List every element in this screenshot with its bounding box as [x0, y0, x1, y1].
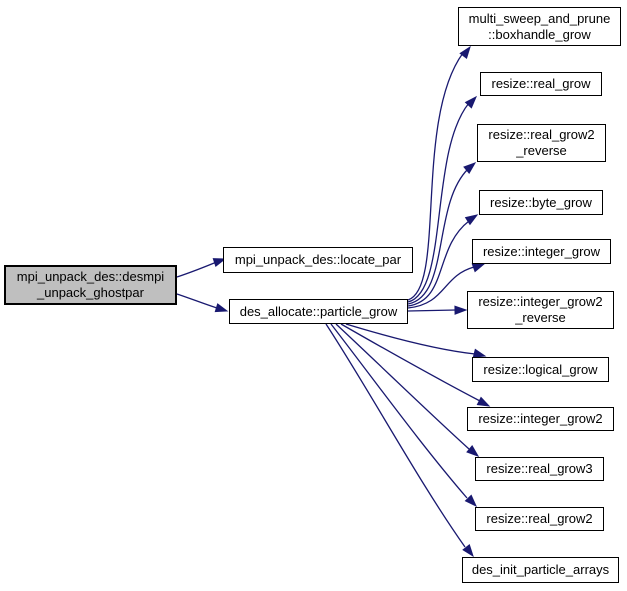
node-desmpi-unpack-ghostpar[interactable]: mpi_unpack_des::desmpi _unpack_ghostpar: [4, 265, 177, 305]
edge-particle-grow-to-logical-grow: [345, 323, 487, 358]
edge-particle-grow-to-byte-grow: [407, 214, 479, 307]
node-integer-grow2[interactable]: resize::integer_grow2: [467, 407, 614, 431]
edge-particle-grow-to-integer-grow: [407, 263, 486, 309]
node-label: resize::byte_grow: [490, 194, 592, 210]
node-label: resize::integer_grow2 _reverse: [478, 294, 603, 325]
node-byte-grow[interactable]: resize::byte_grow: [479, 190, 603, 215]
node-label: resize::logical_grow: [483, 361, 598, 377]
node-label: mpi_unpack_des::desmpi _unpack_ghostpar: [16, 269, 165, 300]
node-label: des_init_particle_arrays: [471, 562, 610, 577]
edge-particle-grow-to-des-init-particle-arrays: [325, 323, 474, 558]
node-label: resize::integer_grow2: [478, 411, 603, 426]
node-locate-par[interactable]: mpi_unpack_des::locate_par: [223, 247, 413, 273]
node-label: resize::real_grow: [491, 76, 591, 91]
node-real-grow2[interactable]: resize::real_grow2: [475, 507, 604, 531]
edge-particle-grow-to-boxhandle-grow: [407, 45, 471, 301]
node-label: resize::real_grow3: [486, 461, 593, 476]
edge-particle-grow-to-integer-grow2: [340, 323, 491, 407]
node-integer-grow2-reverse[interactable]: resize::integer_grow2 _reverse: [467, 291, 614, 329]
node-real-grow[interactable]: resize::real_grow: [480, 72, 602, 96]
node-label: multi_sweep_and_prune ::boxhandle_grow: [468, 10, 611, 42]
node-label: resize::real_grow2 _reverse: [488, 127, 595, 158]
node-label: resize::real_grow2: [486, 511, 593, 526]
node-des-init-particle-arrays[interactable]: des_init_particle_arrays: [462, 557, 619, 583]
edge-particle-grow-to-real-grow2-reverse: [407, 162, 477, 305]
edge-main-to-particle-grow: [176, 293, 229, 313]
edge-particle-grow-to-real-grow3: [335, 323, 480, 457]
node-label: mpi_unpack_des::locate_par: [234, 252, 402, 267]
edge-main-to-locate-par: [176, 258, 227, 278]
node-integer-grow[interactable]: resize::integer_grow: [472, 239, 611, 264]
edge-particle-grow-to-real-grow: [407, 95, 477, 303]
node-real-grow2-reverse[interactable]: resize::real_grow2 _reverse: [477, 124, 606, 162]
node-label: des_allocate::particle_grow: [239, 303, 398, 319]
edge-particle-grow-to-real-grow2: [330, 323, 478, 508]
node-particle-grow[interactable]: des_allocate::particle_grow: [229, 299, 408, 324]
node-real-grow3[interactable]: resize::real_grow3: [475, 457, 604, 481]
edge-particle-grow-to-integer-grow2-reverse: [407, 305, 468, 315]
node-label: resize::integer_grow: [482, 243, 601, 259]
node-boxhandle-grow[interactable]: multi_sweep_and_prune ::boxhandle_grow: [458, 7, 621, 46]
node-logical-grow[interactable]: resize::logical_grow: [472, 357, 609, 382]
